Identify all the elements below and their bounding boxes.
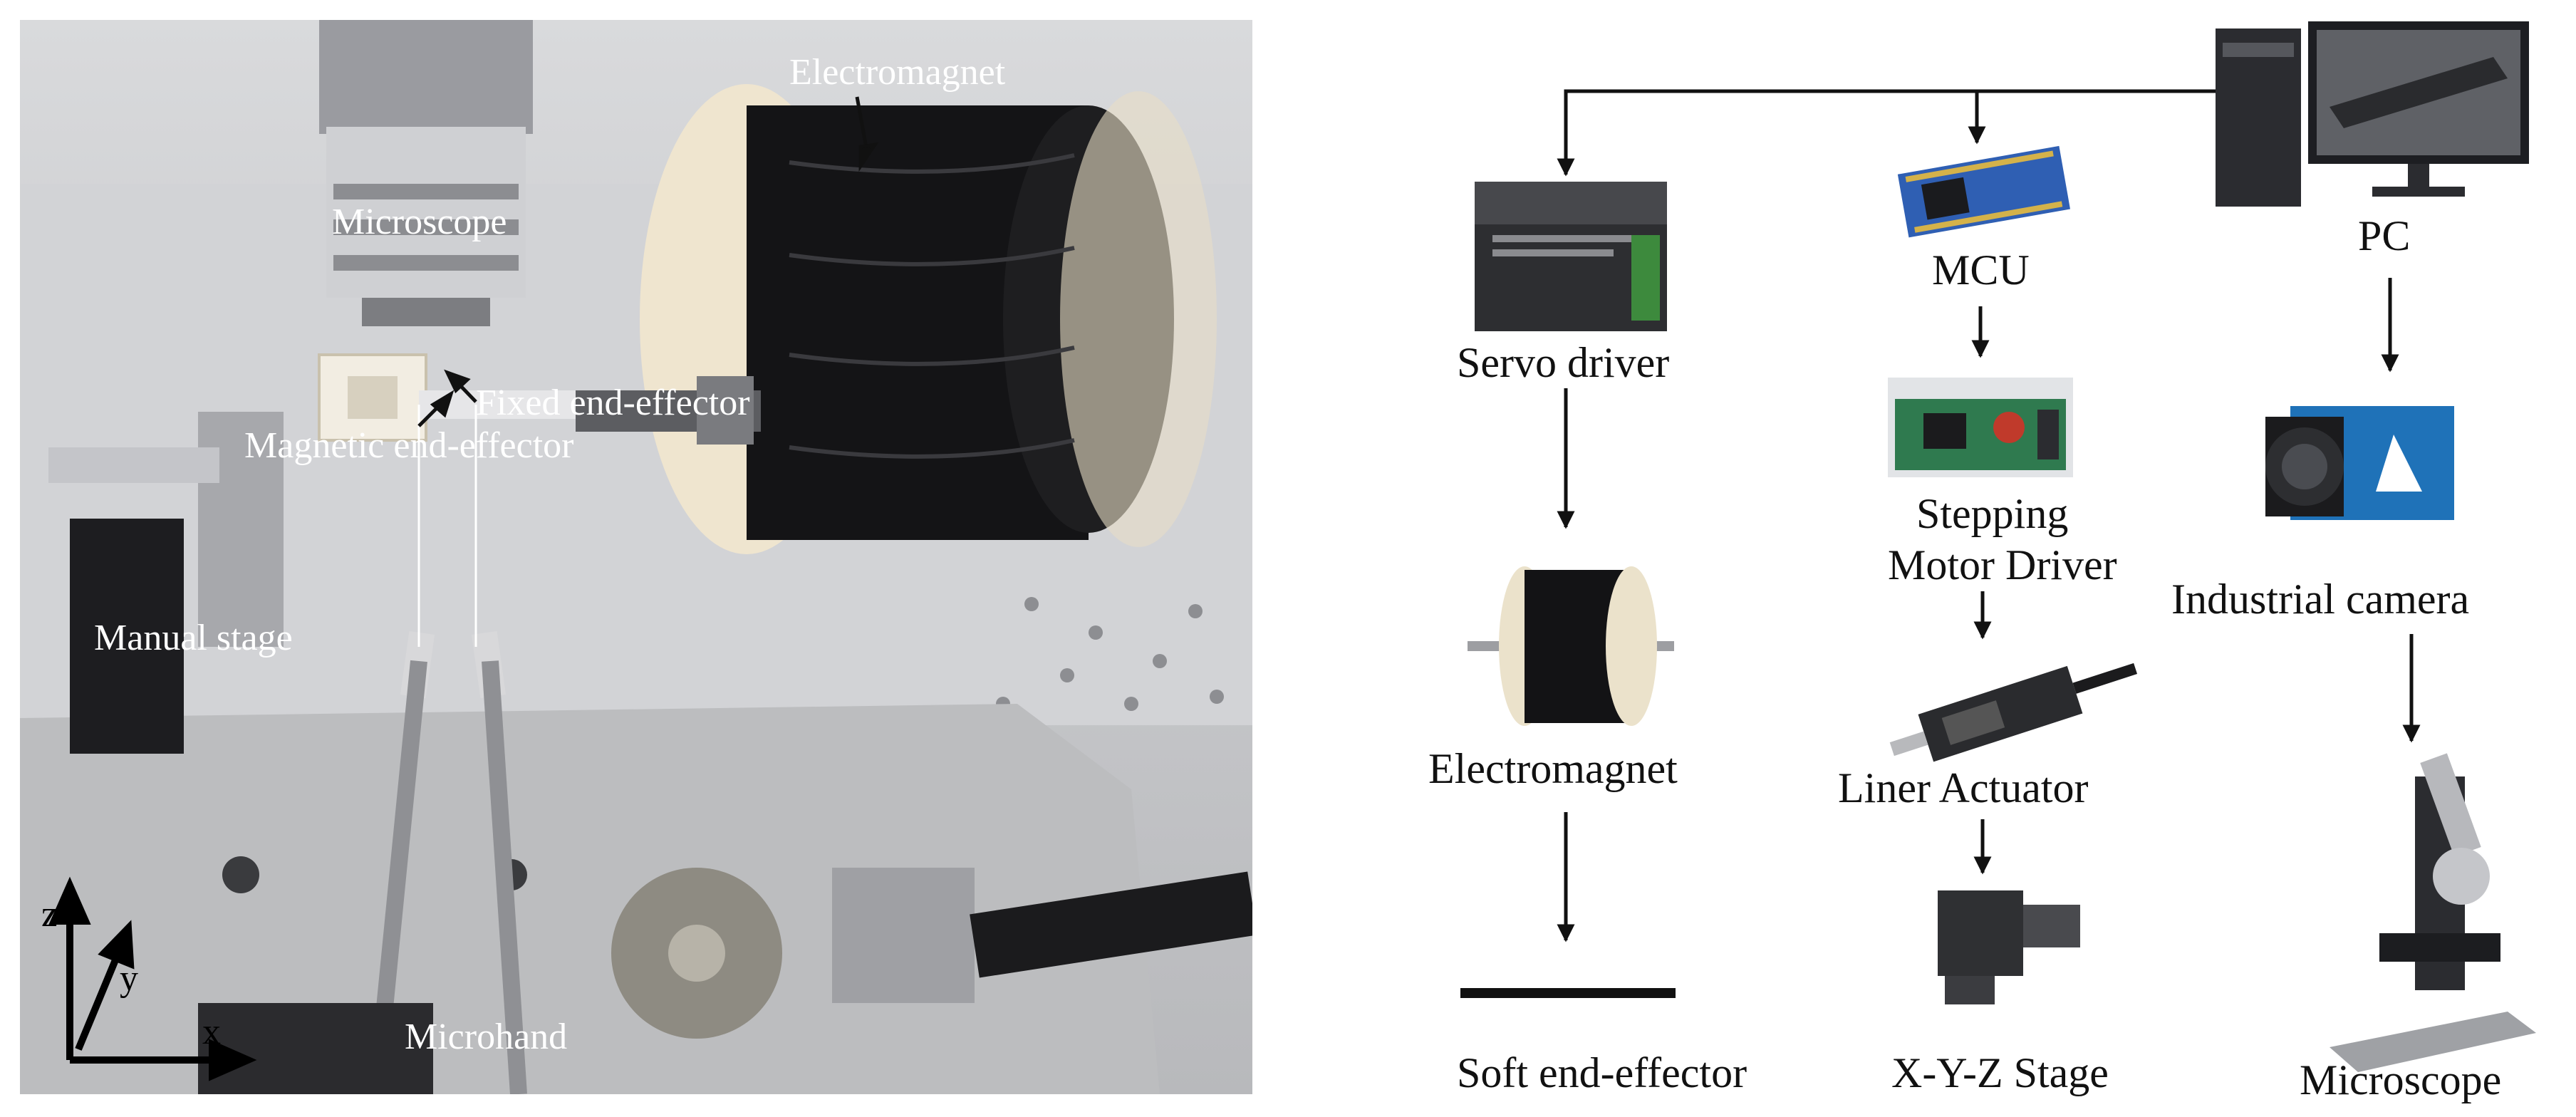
node-servo-driver: Servo driver [1457,339,1670,386]
industrial-camera-icon [2265,406,2454,520]
node-electromagnet: Electromagnet [1428,745,1678,792]
electromagnet-coil [640,84,1217,554]
node-microscope: Microscope [2300,1056,2502,1103]
white-holder [318,353,427,442]
electromagnet-icon [1468,566,1674,726]
node-industrial-camera: Industrial camera [2171,576,2470,623]
servo-driver-icon [1475,182,1667,331]
pc-computer-icon [2216,21,2529,207]
axes-glyph [48,876,257,1081]
axis-label-x: x [202,1012,221,1052]
clamp [832,868,975,1003]
photo-scene [20,20,1252,1094]
label-microhand: Microhand [405,1017,568,1057]
photo-annotation-arrows [417,96,879,427]
microscope-objective [319,20,533,326]
mcu-board-icon [1897,145,2070,238]
node-pc: PC [2358,212,2411,259]
label-magnetic-end-effector: Magnetic end-effector [244,425,574,466]
soft-end-effector-bar [1460,988,1676,998]
node-mcu: MCU [1932,246,2030,293]
node-xyz-stage: X-Y-Z Stage [1891,1049,2109,1096]
axis-label-z: z [41,894,58,935]
axis-label-y: y [120,958,138,999]
label-manual-stage: Manual stage [94,618,293,658]
coil-core [697,376,754,445]
node-stepping-motor-driver-line1: Stepping [1916,490,2069,537]
node-stepping-motor-driver-line2: Motor Driver [1888,541,2117,588]
experimental-setup-photo: Electromagnet Microscope Fixed end-effec… [20,20,1252,1094]
label-fixed-end-effector: Fixed end-effector [476,383,750,423]
label-microscope: Microscope [332,202,507,242]
liner-actuator-icon [1889,663,2138,762]
label-electromagnet: Electromagnet [789,52,1006,93]
arrow-pc-to-servo-driver [1557,89,2216,177]
plate-hole [222,856,259,893]
microscope-icon [2330,753,2536,1072]
node-soft-end-effector: Soft end-effector [1457,1049,1747,1096]
manual-stage-body [70,519,184,754]
stepping-motor-driver-icon [1888,378,2073,477]
microhand-base [198,1003,433,1094]
node-liner-actuator: Liner Actuator [1838,764,2089,811]
xyz-stage-icon [1938,890,2080,1004]
